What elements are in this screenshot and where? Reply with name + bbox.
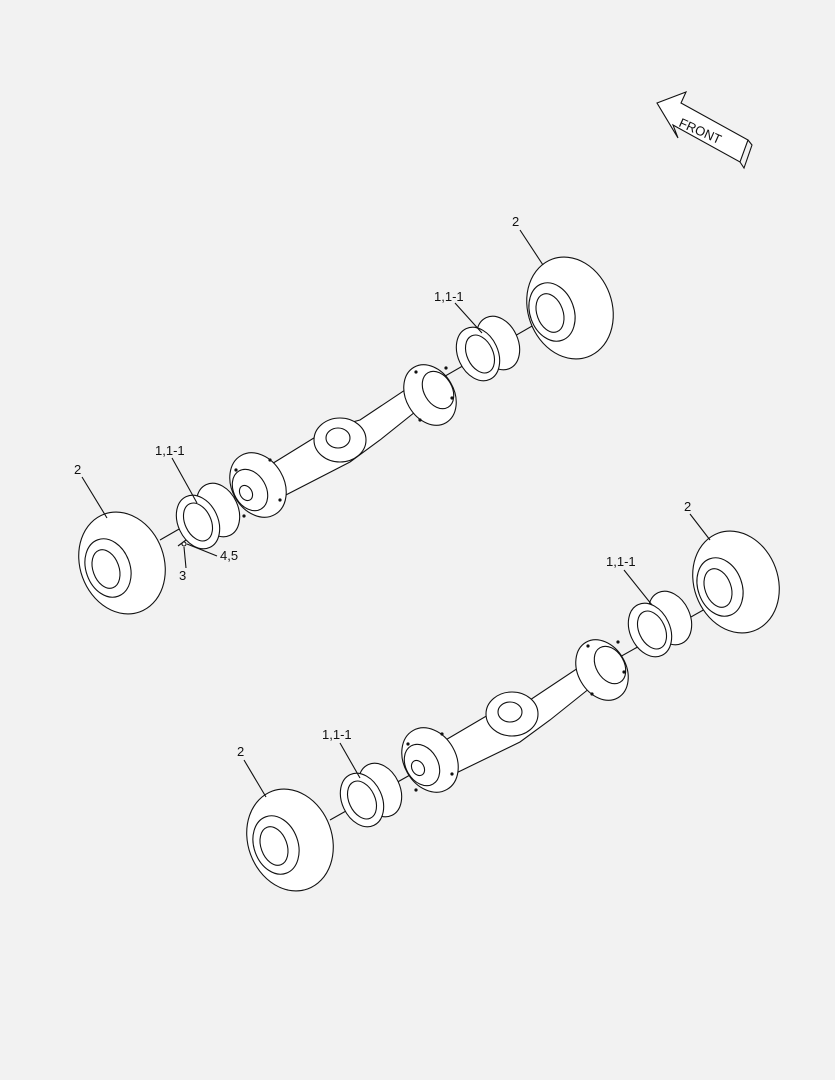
callout-upper-left-rim: 1,1-1: [155, 443, 185, 458]
upper-left-tire: [78, 511, 166, 615]
upper-right-tire: [526, 256, 614, 360]
lower-right-rim: [627, 590, 693, 658]
callout-lower-left-tire: 2: [237, 744, 244, 759]
upper-right-rim: [455, 315, 521, 382]
lower-left-tire: [246, 788, 334, 892]
lower-right-tire: [692, 530, 780, 634]
callout-upper-right-rim: 1,1-1: [434, 289, 464, 304]
callout-upper-left-tire: 2: [74, 462, 81, 477]
callout-lower-left-rim: 1,1-1: [322, 727, 352, 742]
lower-left-rim: [339, 762, 403, 828]
lower-axle-assembly: [329, 594, 731, 821]
callout-lower-right-rim: 1,1-1: [606, 554, 636, 569]
callout-valve-stem: 3: [179, 568, 186, 583]
front-arrow: FRONT: [656, 91, 753, 170]
leader-lines: [81, 229, 711, 798]
callout-lower-right-tire: 2: [684, 499, 691, 514]
callout-valve-parts: 4,5: [220, 548, 238, 563]
valve-stem-icon: [177, 539, 187, 547]
callout-upper-right-tire: 2: [512, 214, 519, 229]
upper-left-rim: [175, 482, 241, 550]
